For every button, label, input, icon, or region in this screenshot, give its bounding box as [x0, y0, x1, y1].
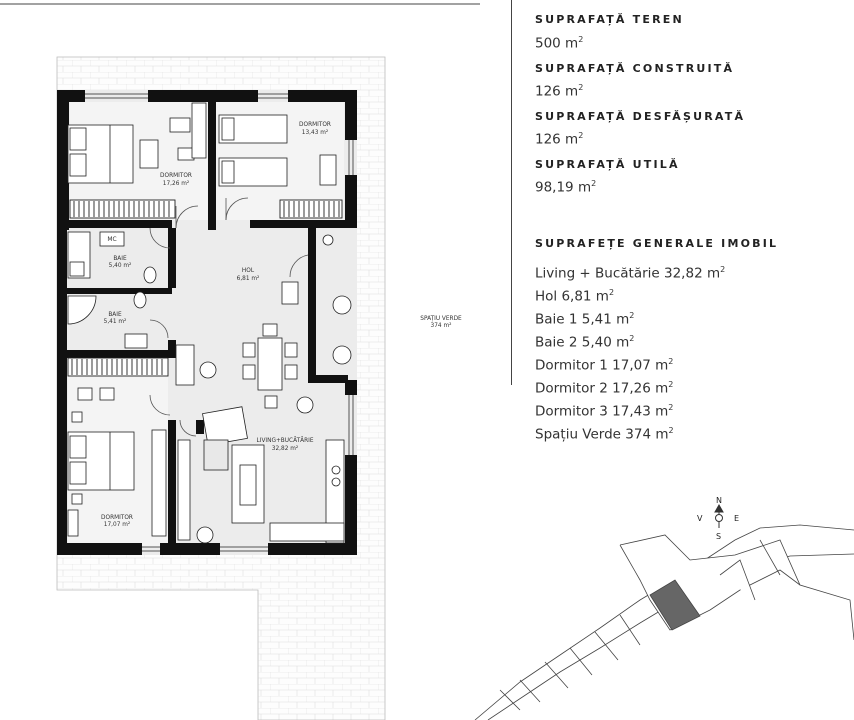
stat-value-construita: 126 m2: [535, 83, 584, 100]
area-item-hol: Hol 6,81 m2: [535, 288, 615, 305]
compass: N S V E: [694, 496, 746, 542]
areas-section-title: SUPRAFEȚE GENERALE IMOBIL: [535, 237, 779, 250]
label-baie-1-name: BAIE: [113, 256, 127, 262]
stat-value-teren: 500 m2: [535, 35, 584, 52]
stat-label-teren: SUPRAFAȚĂ TEREN: [535, 13, 684, 26]
furniture: [67, 102, 352, 544]
door-swings: [149, 197, 309, 437]
label-baie-1-area: 5,40 m²: [109, 262, 132, 269]
label-hol-name: HOL: [242, 268, 255, 274]
label-dormitor-1-area: 17,07 m²: [104, 521, 130, 528]
label-hol-area: 6,81 m²: [237, 275, 260, 282]
stat-label-desfasurata: SUPRAFAȚĂ DESFĂȘURATĂ: [535, 110, 746, 123]
room-labels: DORMITOR 17,26 m² DORMITOR 13,43 m² BAIE…: [101, 122, 462, 528]
label-spatiu-verde-area: 374 m²: [431, 322, 452, 329]
area-item-spatiu-verde: Spațiu Verde 374 m2: [535, 426, 674, 443]
windows: [85, 93, 354, 552]
area-item-dormitor-3: Dormitor 3 17,43 m2: [535, 403, 674, 420]
label-dormitor-1-name: DORMITOR: [101, 515, 133, 521]
label-spatiu-verde-name: SPAȚIU VERDE: [420, 316, 462, 322]
compass-e: E: [734, 514, 740, 523]
interior-walls: [57, 102, 357, 555]
compass-v: V: [697, 514, 703, 523]
stat-label-construita: SUPRAFAȚĂ CONSTRUITĂ: [535, 62, 735, 75]
compass-n: N: [716, 496, 722, 505]
label-dormitor-2-area: 17,26 m²: [163, 180, 189, 187]
area-item-dormitor-2: Dormitor 2 17,26 m2: [535, 380, 674, 397]
stat-value-desfasurata: 126 m2: [535, 131, 584, 148]
wardrobes: [67, 199, 343, 377]
label-living-area: 32,82 m²: [272, 445, 298, 452]
divider-line: [511, 0, 512, 385]
compass-s: S: [716, 532, 722, 541]
stat-value-utila: 98,19 m2: [535, 179, 597, 196]
label-dormitor-2-name: DORMITOR: [160, 173, 192, 179]
site-highlight-lot: [649, 579, 701, 631]
area-item-baie-2: Baie 2 5,40 m2: [535, 334, 635, 351]
label-mc: MC: [107, 236, 116, 243]
label-baie-2-area: 5,41 m²: [104, 318, 127, 325]
outer-walls: [57, 90, 357, 555]
site-plan: [474, 524, 854, 720]
area-item-baie-1: Baie 1 5,41 m2: [535, 311, 635, 328]
stat-label-utila: SUPRAFAȚĂ UTILĂ: [535, 158, 680, 171]
area-item-living: Living + Bucătărie 32,82 m2: [535, 265, 726, 282]
label-living-name: LIVING+BUCĂTĂRIE: [257, 437, 314, 444]
compass-arrow: [714, 503, 724, 528]
label-baie-2-name: BAIE: [108, 312, 122, 318]
area-item-dormitor-1: Dormitor 1 17,07 m2: [535, 357, 674, 374]
label-dormitor-3-name: DORMITOR: [299, 122, 331, 128]
label-dormitor-3-area: 13,43 m²: [302, 129, 328, 136]
